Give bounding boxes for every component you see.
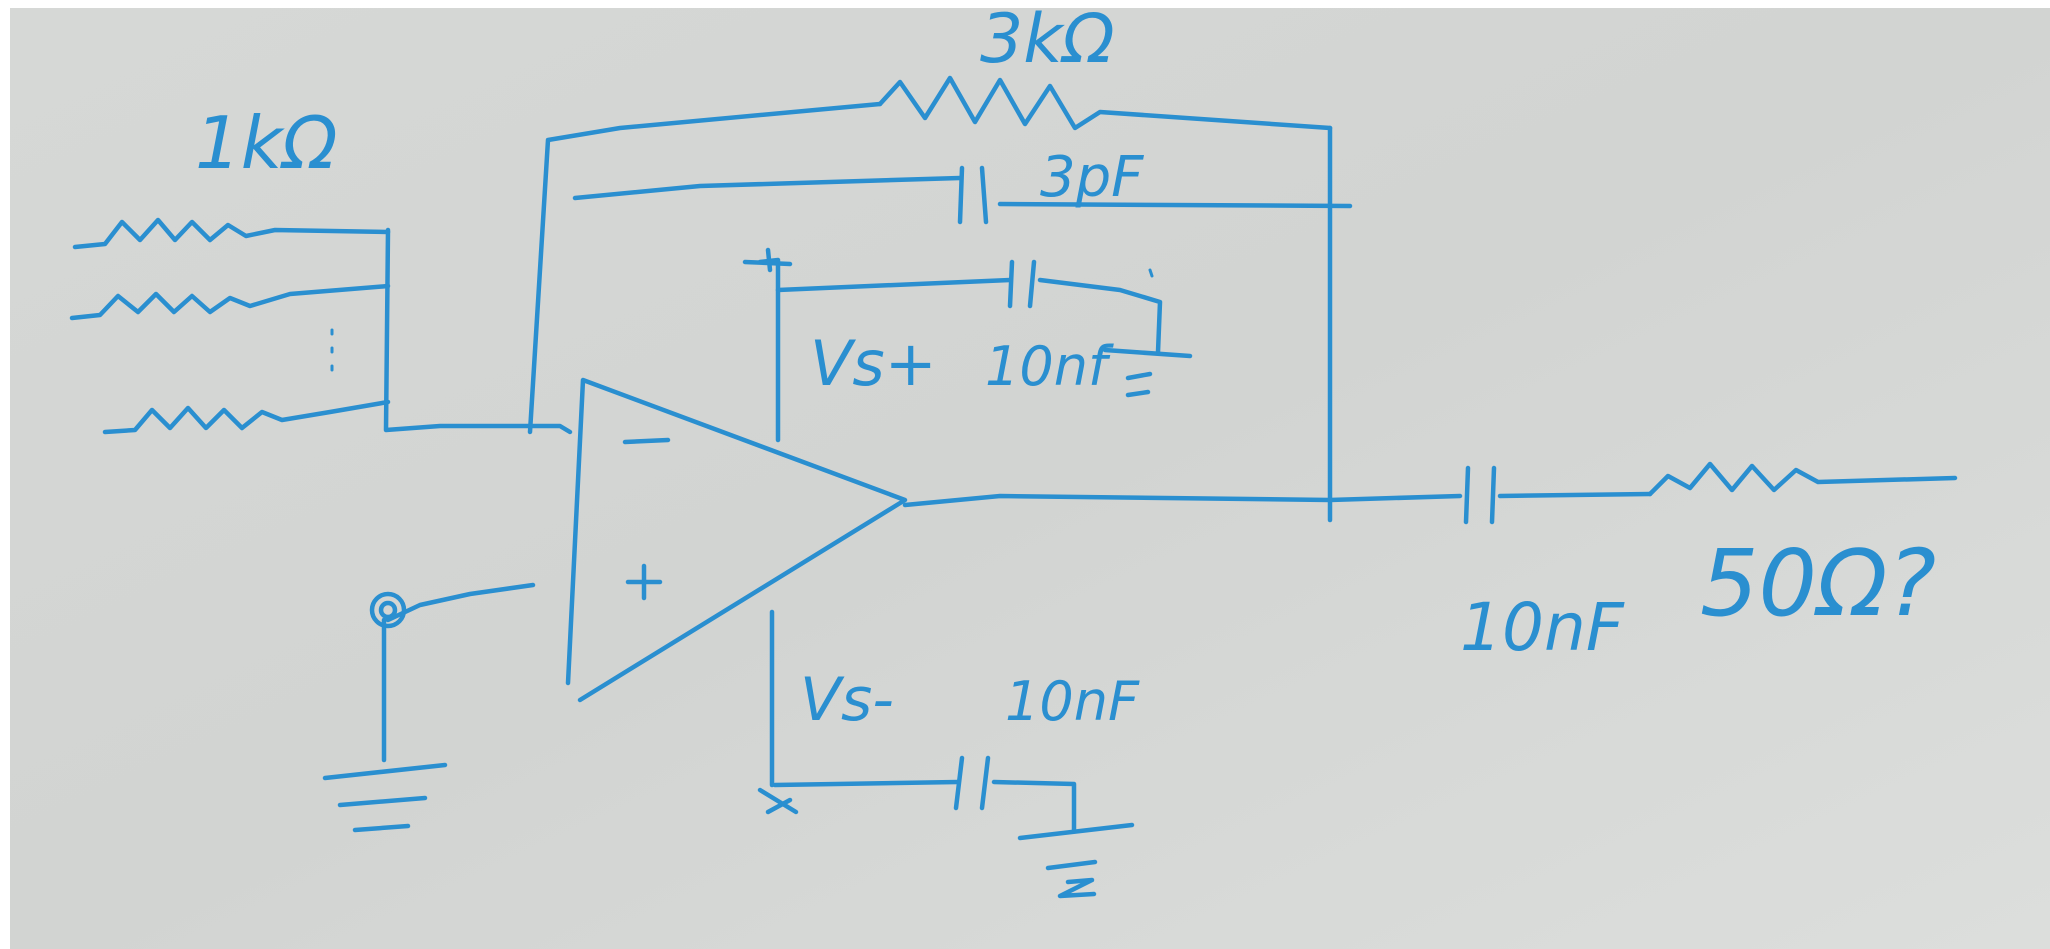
- output-capacitor-label: 10nF: [1460, 589, 1625, 666]
- noninverting-node: [369, 591, 407, 629]
- feedback-resistor-label: 3kΩ: [980, 0, 1115, 79]
- feedback-capacitor: [957, 165, 989, 225]
- positive-supply-label: Vs+: [810, 327, 937, 400]
- positive-bypass-ground-icon: [1102, 347, 1193, 398]
- feedback-cap-wire-left: [572, 175, 963, 201]
- opamp-triangle: [565, 377, 908, 703]
- opamp-plus-sign: [625, 563, 663, 601]
- feedback-cap-wire-right: [997, 201, 1353, 209]
- output-cap-wire-right: [1497, 491, 1653, 499]
- load-resistor-label: 50Ω?: [1700, 530, 1936, 637]
- positive-bypass-wire-right: [1037, 277, 1163, 355]
- positive-bypass-capacitor: [1007, 259, 1037, 309]
- negative-bypass-wire-right: [991, 779, 1077, 833]
- positive-supply-pin: [742, 247, 793, 273]
- input-resistor-label: 1kΩ: [195, 101, 338, 185]
- feedback-wire-left: [527, 101, 883, 435]
- input-resistor-1: [72, 217, 391, 250]
- input-resistor-3: [102, 399, 391, 435]
- negative-bypass-ground-icon: [1017, 822, 1135, 899]
- feedback-capacitor-label: 3pF: [1040, 145, 1144, 210]
- ground-icon: [322, 762, 448, 833]
- negative-bypass-capacitor: [953, 755, 991, 811]
- input-summing-bus: [383, 227, 573, 435]
- negative-supply-label: Vs-: [800, 665, 894, 735]
- opamp-minus-sign: [622, 437, 671, 445]
- output-capacitor: [1463, 465, 1497, 525]
- negative-bypass-wire: [772, 779, 961, 788]
- positive-supply-cap-label: 10nf: [985, 335, 1114, 398]
- paper-background: [10, 8, 2050, 949]
- feedback-resistor: [877, 75, 1333, 131]
- negative-supply-pin: [757, 787, 799, 815]
- positive-bypass-dot: [1148, 268, 1154, 278]
- output-wire: [902, 493, 1463, 508]
- positive-bypass-wire: [775, 277, 1013, 293]
- load-resistor: [1647, 461, 1958, 497]
- negative-supply-cap-label: 10nF: [1005, 670, 1140, 733]
- input-resistor-2: [69, 283, 391, 321]
